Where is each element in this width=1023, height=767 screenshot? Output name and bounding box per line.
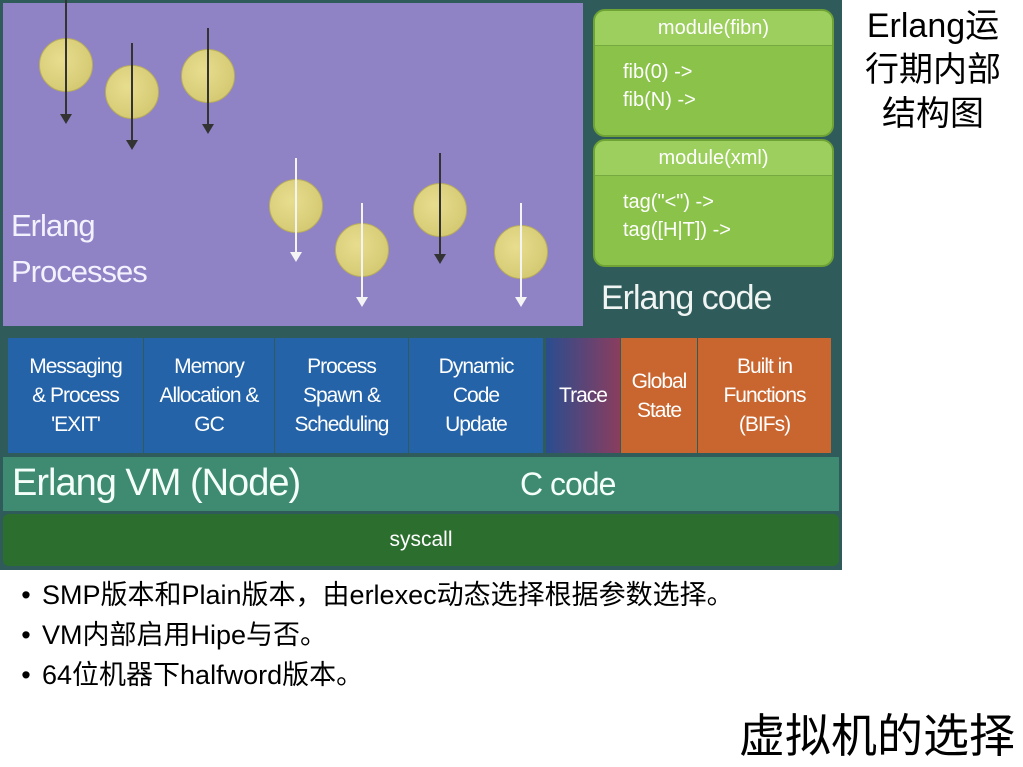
bullet-item: SMP版本和Plain版本，由erlexec动态选择根据参数选择。 [10,575,734,615]
module-title: module(fibn) [595,11,832,46]
vm-component-messaging: Messaging & Process 'EXIT' [8,338,143,453]
bullet-list: SMP版本和Plain版本，由erlexec动态选择根据参数选择。 VM内部启用… [10,575,734,695]
process-arrow [356,203,368,307]
vm-component-bifs: Built in Functions (BIFs) [698,338,831,453]
module-clause: tag([H|T]) -> [623,219,731,241]
process-arrow [126,43,138,150]
process-arrow [434,153,446,264]
side-title: Erlang运 行期内部 结构图 [865,7,1001,133]
bullet-item: VM内部启用Hipe与否。 [10,615,734,655]
vm-component-global-state: Global State [621,338,697,453]
vm-node-label: Erlang VM (Node) [12,462,301,504]
process-arrow [60,0,72,124]
module-clause: fib(0) -> [623,61,693,83]
process-arrow [290,158,302,262]
module-clause: fib(N) -> [623,89,696,111]
vm-component-trace: Trace [546,338,620,453]
vm-node-bar [3,457,839,511]
erlang-runtime-diagram: Erlang Processes module(fibn) fib(0) -> … [0,0,842,570]
module-clause: tag("<") -> [623,191,714,213]
process-arrow [202,28,214,134]
module-box-fibn: module(fibn) fib(0) -> fib(N) -> [593,9,834,137]
slide-title: 虚拟机的选择 [739,709,1015,763]
module-title: module(xml) [595,141,832,176]
vm-component-memory-gc: Memory Allocation & GC [144,338,274,453]
vm-components-row: Messaging & Process 'EXIT' Memory Alloca… [3,333,839,457]
erlang-processes-area: Erlang Processes [3,0,583,326]
module-box-xml: module(xml) tag("<") -> tag([H|T]) -> [593,139,834,267]
bullet-item: 64位机器下halfword版本。 [10,655,734,695]
erlang-code-label: Erlang code [601,279,772,317]
process-arrow [515,203,527,307]
vm-component-spawn-scheduling: Process Spawn & Scheduling [275,338,408,453]
erlang-processes-label: Erlang Processes [11,208,148,289]
vm-component-dynamic-code-update: Dynamic Code Update [409,338,543,453]
erlang-code-area: module(fibn) fib(0) -> fib(N) -> module(… [583,3,839,326]
c-code-label: C code [520,466,616,502]
syscall-bar: syscall [3,514,839,566]
